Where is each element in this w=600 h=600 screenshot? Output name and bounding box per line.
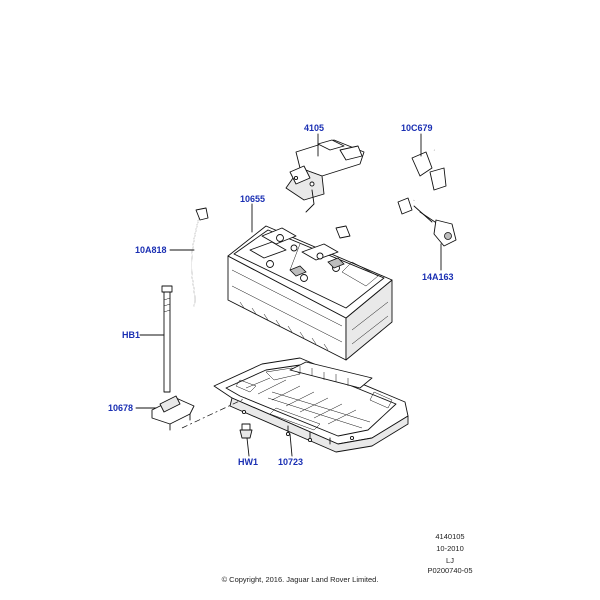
alignment-line <box>181 397 247 429</box>
battery-clamp <box>151 395 195 431</box>
callout-14a163[interactable]: 14A163 <box>422 272 454 282</box>
callout-hw1[interactable]: HW1 <box>238 457 258 467</box>
battery-cable <box>335 148 457 247</box>
leader-lines <box>135 133 442 457</box>
callout-10678[interactable]: 10678 <box>108 403 134 413</box>
vent-tube <box>191 207 209 307</box>
battery <box>227 225 393 361</box>
drawing-date: 10-2010 <box>436 544 464 553</box>
bracket <box>285 139 365 213</box>
callout-4105[interactable]: 4105 <box>304 123 325 133</box>
drawing-number: 4140105 <box>435 532 465 541</box>
callout-hb1[interactable]: HB1 <box>122 330 141 340</box>
copyright-notice: © Copyright, 2016. Jaguar Land Rover Lim… <box>221 575 379 584</box>
bolt <box>239 423 253 439</box>
drawing-initials: LJ <box>446 556 454 565</box>
callout-10a818[interactable]: 10A818 <box>135 245 167 255</box>
callout-10655[interactable]: 10655 <box>240 194 266 204</box>
hold-down-rod <box>161 285 173 393</box>
battery-tray <box>213 357 409 453</box>
drawing-code: P0200740-05 <box>427 566 473 575</box>
callout-10723[interactable]: 10723 <box>278 457 304 467</box>
callout-10c679[interactable]: 10C679 <box>401 123 433 133</box>
